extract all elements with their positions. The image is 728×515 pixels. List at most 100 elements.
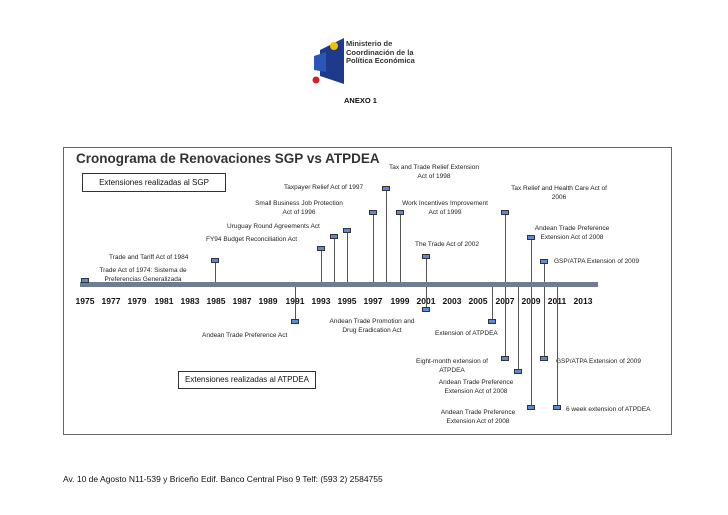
atpdea-marker <box>291 319 299 324</box>
year-label: 2011 <box>547 296 567 306</box>
atpdea-marker <box>540 356 548 361</box>
year-label: 1975 <box>75 296 95 306</box>
event-line: Andean Trade Preference <box>534 225 610 232</box>
sgp-marker <box>369 210 377 215</box>
event-line: Drug Eradication Act <box>342 327 402 334</box>
year-label: 2003 <box>442 296 462 306</box>
atpdea-marker <box>527 405 535 410</box>
sgp-event-label: Trade Act of 1974: Sistema de Preferenci… <box>88 266 198 284</box>
year-label: 1993 <box>311 296 331 306</box>
sgp-marker <box>540 259 548 264</box>
atpdea-marker <box>553 405 561 410</box>
sgp-connector <box>347 231 348 282</box>
sgp-event-label: Uruguay Round Agreements Act <box>227 223 320 230</box>
atpdea-marker <box>488 319 496 324</box>
sgp-marker <box>343 228 351 233</box>
atpdea-event-label: Andean Trade Preference Act <box>202 332 288 339</box>
sgp-marker <box>501 210 509 215</box>
sgp-event-label: Small Business Job Protection Act of 199… <box>243 199 355 217</box>
year-label: 1997 <box>363 296 383 306</box>
event-line: Act of 1998 <box>417 173 451 180</box>
atpdea-event-label: 6 week extension of ATPDEA <box>566 406 651 413</box>
logo-line-3: Política Económica <box>346 56 415 65</box>
ministry-logo <box>312 38 344 84</box>
year-label: 1977 <box>101 296 121 306</box>
sgp-connector <box>373 213 374 282</box>
atpdea-event-label: Andean Trade Promotion and Drug Eradicat… <box>318 317 426 335</box>
event-line: Extension Act of 2008 <box>540 234 604 241</box>
year-label: 1995 <box>337 296 357 306</box>
atpdea-connector <box>426 287 427 309</box>
sgp-event-label: FY94 Budget Reconciliation Act <box>206 236 298 243</box>
atpdea-connector <box>505 287 506 358</box>
atpdea-event-label: Extension of ATPDEA <box>435 330 498 337</box>
event-line: Extension Act of 2008 <box>444 388 508 395</box>
year-label: 2001 <box>416 296 436 306</box>
sgp-marker <box>382 186 390 191</box>
year-label: 1991 <box>285 296 305 306</box>
sgp-marker <box>396 210 404 215</box>
atpdea-connector <box>492 287 493 321</box>
atpdea-connector <box>531 287 532 408</box>
event-line: Extension Act of 2008 <box>446 418 510 425</box>
year-label: 1981 <box>154 296 174 306</box>
sgp-connector <box>334 237 335 282</box>
sgp-marker <box>81 278 89 283</box>
event-line: Tax Relief and Health Care Act of <box>511 185 607 192</box>
legend-sgp-box: Extensiones realizadas al SGP <box>82 173 226 192</box>
ministry-logo-text: Ministerio de Coordinación de la Polític… <box>346 39 415 66</box>
sgp-marker <box>317 246 325 251</box>
year-label: 2005 <box>468 296 488 306</box>
atpdea-connector <box>544 287 545 358</box>
sgp-connector <box>544 262 545 282</box>
atpdea-connector <box>518 287 519 371</box>
event-line: Eight-month extension of <box>416 358 488 365</box>
event-line: Andean Trade Preference <box>440 409 516 416</box>
year-label: 1989 <box>258 296 278 306</box>
atpdea-event-label: GSP/ATPA Extension of 2009 <box>556 358 642 365</box>
year-label: 2009 <box>521 296 541 306</box>
year-label: 1983 <box>180 296 200 306</box>
atpdea-event-label: Eight-month extension of ATPDEA <box>404 357 500 375</box>
annex-label: ANEXO 1 <box>344 96 377 105</box>
year-label: 2013 <box>573 296 593 306</box>
event-line: Small Business Job Protection <box>255 200 343 207</box>
sgp-event-label: Tax and Trade Relief Extension Act of 19… <box>376 163 492 181</box>
legend-atpdea-box: Extensiones realizadas al ATPDEA <box>178 371 316 389</box>
sgp-event-label: Work Incentives Improvement Act of 1999 <box>389 199 501 217</box>
footer-address: Av. 10 de Agosto N11-539 y Briceño Edif.… <box>63 474 383 484</box>
sgp-event-label: GSP/ATPA Extension of 2009 <box>554 258 640 265</box>
event-line: Tax and Trade Relief Extension <box>389 164 479 171</box>
event-line: Work Incentives Improvement <box>402 200 488 207</box>
chart-title: Cronograma de Renovaciones SGP vs ATPDEA <box>76 151 380 166</box>
sgp-connector <box>426 257 427 282</box>
timeline-axis <box>80 282 598 287</box>
sgp-connector <box>386 189 387 282</box>
atpdea-marker <box>501 356 509 361</box>
year-label: 2007 <box>495 296 515 306</box>
sgp-event-label: The Trade Act of 2002 <box>415 241 479 248</box>
sgp-event-label: Tax Relief and Health Care Act of 2006 <box>500 184 618 202</box>
sgp-event-label: Taxpayer Relief Act of 1997 <box>284 184 364 191</box>
sgp-marker <box>422 254 430 259</box>
sgp-marker <box>330 234 338 239</box>
logo-line-2: Coordinación de la <box>346 47 414 57</box>
event-line: Trade Act of 1974: Sistema de <box>99 267 187 274</box>
sgp-connector <box>215 261 216 282</box>
chart-frame <box>63 147 672 435</box>
event-line: 2006 <box>551 194 567 201</box>
atpdea-event-label: Andean Trade Preference Extension Act of… <box>426 378 526 396</box>
year-label: 1987 <box>232 296 252 306</box>
sgp-connector <box>321 249 322 282</box>
event-line: ATPDEA <box>439 367 465 374</box>
sgp-marker <box>211 258 219 263</box>
year-label: 1999 <box>390 296 410 306</box>
atpdea-event-label: Andean Trade Preference Extension Act of… <box>428 408 528 426</box>
event-line: Act of 1999 <box>428 209 462 216</box>
sgp-event-label: Trade and Tariff Act of 1984 <box>109 254 189 261</box>
atpdea-connector <box>295 287 296 321</box>
sgp-connector <box>505 213 506 282</box>
event-line: Act of 1996 <box>282 209 316 216</box>
sgp-marker <box>527 235 535 240</box>
event-line: Andean Trade Promotion and <box>329 318 415 325</box>
